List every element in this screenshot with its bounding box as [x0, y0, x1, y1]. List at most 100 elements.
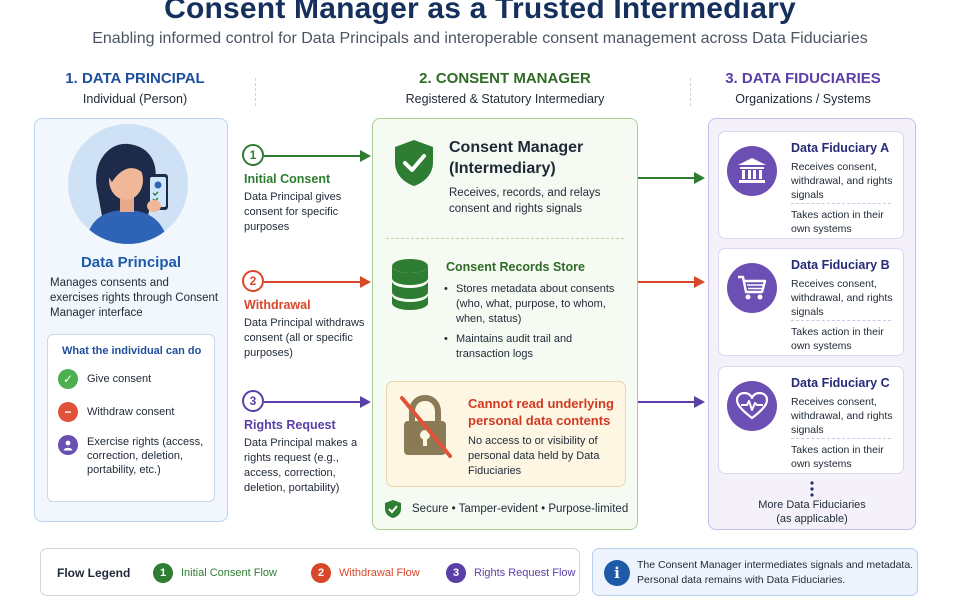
- info-icon: i: [604, 560, 630, 586]
- consent-manager-title-line: Consent Manager: [449, 139, 584, 156]
- arrow-right-icon: [360, 150, 371, 162]
- restriction-title: Cannot read underlying personal data con…: [468, 396, 614, 428]
- list-item: •Maintains audit trail and transaction l…: [444, 332, 624, 362]
- flow-description: Data Principal withdraws consent (all or…: [244, 317, 365, 359]
- heart-pulse-icon: [727, 381, 777, 431]
- legend-number-badge: 3: [446, 563, 466, 583]
- divider: [791, 203, 891, 204]
- list-item: •Stores metadata about consents (who, wh…: [444, 282, 624, 327]
- info-note: i The Consent Manager intermediates sign…: [592, 548, 918, 596]
- page-title: Consent Manager as a Trusted Intermediar…: [164, 0, 796, 25]
- arrow-right-icon: [360, 276, 371, 288]
- info-note-line: Personal data remains with Data Fiduciar…: [637, 574, 846, 586]
- flow-arrow-line: [264, 155, 360, 157]
- legend-number-badge: 2: [311, 563, 331, 583]
- flow-arrow-line: [264, 401, 360, 403]
- flow-title: Initial Consent: [244, 172, 331, 186]
- flow-legend: Flow Legend 1 Initial Consent Flow 2 Wit…: [40, 548, 580, 596]
- fiduciary-card-c: Data Fiduciary C Receives consent, withd…: [718, 366, 904, 474]
- info-note-line: The Consent Manager intermediates signal…: [637, 559, 914, 571]
- fiduciary-description: Receives consent, withdrawal, and rights…: [791, 396, 893, 436]
- flow-number-badge: 2: [242, 270, 264, 292]
- legend-label: Initial Consent Flow: [181, 567, 277, 579]
- info-note-text: The Consent Manager intermediates signal…: [637, 558, 913, 588]
- flow-title: Rights Request: [244, 418, 336, 432]
- fiduciary-title: Data Fiduciary C: [791, 376, 890, 390]
- list-item-text: Maintains audit trail and transaction lo…: [456, 333, 573, 360]
- capability-withdraw-consent: − Withdraw consent: [58, 402, 174, 422]
- lock-crossed-icon: [396, 394, 454, 465]
- capability-give-consent: ✓ Give consent: [58, 369, 151, 389]
- records-store-list: •Stores metadata about consents (who, wh…: [444, 282, 624, 367]
- bank-icon: [727, 146, 777, 196]
- data-principal-title: Data Principal: [80, 254, 182, 271]
- flow-title: Withdrawal: [244, 298, 311, 312]
- column-heading: 3. DATA FIDUCIARIES: [725, 70, 881, 87]
- fiduciary-title: Data Fiduciary B: [791, 258, 890, 272]
- shield-check-small-icon: [385, 500, 401, 518]
- list-item-text: Stores metadata about consents (who, wha…: [456, 283, 615, 325]
- legend-title: Flow Legend: [57, 566, 131, 580]
- flow-arrow-line: [638, 177, 694, 179]
- arrow-right-icon: [694, 276, 705, 288]
- flow-arrow-line: [638, 401, 694, 403]
- shield-check-icon: [392, 138, 436, 193]
- fiduciary-action: Takes action in their own systems: [791, 209, 884, 235]
- capability-exercise-rights: Exercise rights (access, correction, del…: [58, 435, 208, 477]
- consent-manager-title: Consent Manager (Intermediary): [449, 137, 583, 179]
- flow-number-badge: 3: [242, 390, 264, 412]
- capability-label: Give consent: [87, 373, 152, 385]
- divider: [791, 438, 891, 439]
- records-store-title: Consent Records Store: [446, 260, 585, 274]
- legend-item: 3 Rights Request Flow: [446, 563, 576, 583]
- restriction-description: No access to or visibility of personal d…: [468, 435, 600, 477]
- data-principal-description: Manages consents and exercises rights th…: [50, 277, 219, 319]
- legend-item: 1 Initial Consent Flow: [153, 563, 277, 583]
- person-with-phone-illustration: [68, 124, 188, 244]
- page-subtitle: Enabling informed control for Data Princ…: [92, 30, 868, 47]
- arrow-right-icon: [694, 396, 705, 408]
- legend-item: 2 Withdrawal Flow: [311, 563, 420, 583]
- more-fiduciaries-note: More Data Fiduciaries (as applicable): [708, 498, 916, 526]
- column-heading: 1. DATA PRINCIPAL: [65, 70, 205, 87]
- legend-label: Rights Request Flow: [474, 567, 576, 579]
- section-divider: [386, 238, 624, 239]
- legend-label: Withdrawal Flow: [339, 567, 420, 579]
- column-divider: [255, 78, 256, 106]
- capabilities-title: What the individual can do: [62, 345, 202, 357]
- flow-arrow-line: [264, 281, 360, 283]
- fiduciary-action: Takes action in their own systems: [791, 326, 884, 352]
- fiduciary-action: Takes action in their own systems: [791, 444, 884, 470]
- column-heading: 2. CONSENT MANAGER: [419, 70, 591, 87]
- column-header-data-principal: 1. DATA PRINCIPAL Individual (Person): [34, 70, 236, 106]
- arrow-right-icon: [360, 396, 371, 408]
- column-divider: [690, 78, 691, 106]
- flow-description: Data Principal makes a rights request (e…: [244, 437, 358, 494]
- legend-number-badge: 1: [153, 563, 173, 583]
- arrow-right-icon: [694, 172, 705, 184]
- minus-icon: −: [58, 402, 78, 422]
- capability-label: Withdraw consent: [87, 406, 175, 418]
- column-subheading: Registered & Statutory Intermediary: [405, 92, 605, 106]
- database-icon: [390, 258, 430, 315]
- check-icon: ✓: [58, 369, 78, 389]
- flow-number-badge: 1: [242, 144, 264, 166]
- consent-manager-description: Receives, records, and relays consent an…: [449, 187, 601, 215]
- fiduciary-card-b: Data Fiduciary B Receives consent, withd…: [718, 248, 904, 356]
- person-icon: [58, 435, 78, 455]
- fiduciary-title: Data Fiduciary A: [791, 141, 890, 155]
- security-footer: Secure • Tamper-evident • Purpose-limite…: [384, 499, 628, 519]
- column-subheading: Organizations / Systems: [735, 92, 871, 106]
- column-subheading: Individual (Person): [82, 92, 188, 106]
- fiduciary-description: Receives consent, withdrawal, and rights…: [791, 278, 893, 318]
- shopping-cart-icon: [727, 263, 777, 313]
- more-fiduciaries-text: More Data Fiduciaries (as applicable): [758, 499, 866, 525]
- flow-arrow-line: [638, 281, 694, 283]
- capabilities-box: What the individual can do ✓ Give consen…: [47, 334, 215, 502]
- vertical-ellipsis-icon: [809, 481, 815, 502]
- security-footer-text: Secure • Tamper-evident • Purpose-limite…: [412, 503, 629, 515]
- fiduciary-description: Receives consent, withdrawal, and rights…: [791, 161, 893, 201]
- fiduciary-card-a: Data Fiduciary A Receives consent, withd…: [718, 131, 904, 239]
- column-header-data-fiduciaries: 3. DATA FIDUCIARIES Organizations / Syst…: [700, 70, 906, 106]
- flow-description: Data Principal gives consent for specifi…: [244, 191, 342, 233]
